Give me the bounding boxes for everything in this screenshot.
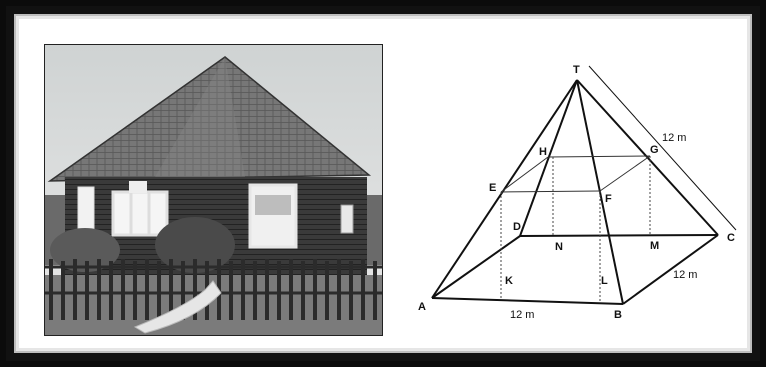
house-illustration bbox=[45, 45, 382, 335]
driftwood bbox=[133, 280, 222, 334]
label-m: M bbox=[650, 240, 659, 252]
wall-sign bbox=[340, 204, 354, 234]
measure-bc-label: 12 m bbox=[673, 269, 697, 281]
edge-bc bbox=[622, 234, 719, 305]
measure-ab-label: 12 m bbox=[510, 309, 534, 321]
window-left bbox=[77, 186, 95, 233]
edge-ad bbox=[431, 235, 521, 299]
house-photo bbox=[44, 44, 383, 336]
label-h: H bbox=[539, 146, 547, 158]
window-right bbox=[248, 183, 298, 249]
bush bbox=[155, 217, 235, 273]
edge-ef bbox=[500, 190, 601, 193]
label-k: K bbox=[505, 275, 513, 287]
label-c: C bbox=[727, 232, 735, 244]
label-l: L bbox=[601, 275, 608, 287]
pyramid-diagram: T A B C D E F G H K L M N 12 m 12 m 12 m bbox=[418, 64, 737, 321]
window-main bbox=[111, 190, 169, 237]
edge-hg bbox=[547, 155, 651, 158]
measure-tc-label: 12 m bbox=[662, 132, 686, 144]
edge-ab bbox=[431, 297, 624, 305]
label-n: N bbox=[555, 241, 563, 253]
label-e: E bbox=[489, 182, 496, 194]
edge-eh bbox=[500, 156, 549, 193]
label-b: B bbox=[614, 309, 622, 321]
edge-fg bbox=[599, 155, 651, 192]
label-d: D bbox=[513, 221, 521, 233]
edge-dc bbox=[519, 234, 719, 237]
label-g: G bbox=[650, 144, 659, 156]
label-f: F bbox=[605, 193, 612, 205]
label-t: T bbox=[573, 64, 580, 76]
label-a: A bbox=[418, 301, 426, 313]
edge-td bbox=[519, 79, 578, 237]
measure-tc bbox=[588, 65, 737, 231]
